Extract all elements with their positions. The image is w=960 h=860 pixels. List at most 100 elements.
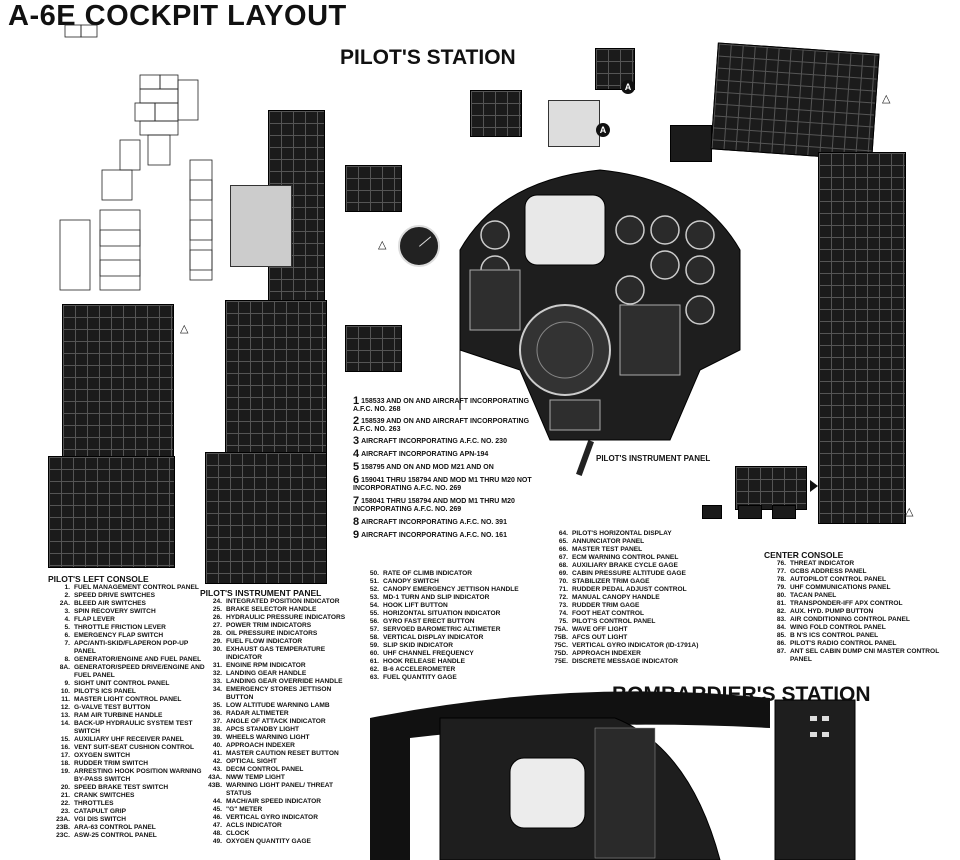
item-label: FOOT HEAT CONTROL [572,610,645,617]
left-console-item: 23.CATAPULT GRIP [48,808,208,816]
item-number: 8. [64,656,71,663]
item-label: VENT SUIT-SEAT CUSHION CONTROL [74,744,195,751]
item-label: CABIN PRESSURE ALTITUDE GAGE [572,570,686,577]
page-title: A-6E COCKPIT LAYOUT [8,0,347,32]
item-number: 72. [558,594,568,601]
item-number: 2. [64,592,71,599]
center-console-panel [818,152,906,524]
left-console-item: 21.CRANK SWITCHES [48,792,208,800]
item-number: 69. [558,570,568,577]
instrument-panel-item: 43.DECM CONTROL PANEL [200,766,360,774]
item-number: 81. [776,600,786,607]
item-number: 3. [64,608,71,615]
col3-item: 60.UHF CHANNEL FREQUENCY [357,650,542,658]
item-number: 7. [64,640,71,647]
instrument-panel-legend: PILOT'S INSTRUMENT PANEL 24.INTEGRATED P… [200,588,360,846]
item-label: HORIZONTAL SITUATION INDICATOR [383,610,501,617]
instrument-panel-item: 32.LANDING GEAR HANDLE [200,670,360,678]
item-label: AUTOPILOT CONTROL PANEL [790,576,886,583]
item-number: 37. [212,718,222,725]
left-console-item: 2.SPEED DRIVE SWITCHES [48,592,208,600]
center-console-item: 85.B N's ICS CONTROL PANEL [764,632,954,640]
col4-item: 66.MASTER TEST PANEL [546,546,746,554]
item-number: 62. [369,666,379,673]
item-label: OPTICAL SIGHT [226,758,277,765]
item-number: 85. [776,632,786,639]
item-number: 28. [212,630,222,637]
left-console-legend: PILOT'S LEFT CONSOLE 1.FUEL MANAGEMENT C… [48,574,208,840]
item-label: EXHAUST GAS TEMPERATURE INDICATOR [226,646,326,661]
left-console-item: 2A.BLEED AIR SWITCHES [48,600,208,608]
col4-item: 75D.APPROACH INDEXER [546,650,746,658]
triangle-icon: 5 [353,461,360,473]
item-label: ANT SEL CABIN DUMP CNI MASTER CONTROL PA… [790,648,940,663]
col3-item: 59.SLIP SKID INDICATOR [357,642,542,650]
item-number: 26. [212,614,222,621]
small-panel-a [345,165,402,212]
item-label: VERTICAL DISPLAY INDICATOR [383,634,484,641]
item-label: SERVOED BAROMETRIC ALTIMETER [383,626,501,633]
item-number: 8A. [59,664,70,671]
item-label: MANUAL CANOPY HANDLE [572,594,660,601]
col4-item: 72. MANUAL CANOPY HANDLE [546,594,746,602]
item-number: 25. [212,606,222,613]
instrument-panel-item: 39.WHEELS WARNING LIGHT [200,734,360,742]
item-label: CANOPY EMERGENCY JETTISON HANDLE [383,586,519,593]
instrument-panel-item: 43A.NWW TEMP LIGHT [200,774,360,782]
item-number: 17. [60,752,70,759]
left-console-item: 6.EMERGENCY FLAP SWITCH [48,632,208,640]
item-label: TRANSPONDER-IFF APX CONTROL [790,600,903,607]
item-number: 79. [776,584,786,591]
item-label: DISCRETE MESSAGE INDICATOR [572,658,678,665]
left-console-item: 13.RAM AIR TURBINE HANDLE [48,712,208,720]
center-console-item: 77.GCBS ADDRESS PANEL [764,568,954,576]
instrument-panel-item: 34.EMERGENCY STORES JETTISON BUTTON [200,686,360,702]
item-label: VGI DIS SWITCH [74,816,127,823]
item-number: 67. [558,554,568,561]
optical-sight [548,100,600,147]
left-console-item: 7.APC/ANTI-SKID/FLAPERON POP-UP PANEL [48,640,208,656]
item-label: ARA-63 CONTROL PANEL [74,824,156,831]
item-label: G-VALVE TEST BUTTON [74,704,151,711]
left-console-item: 23B.ARA-63 CONTROL PANEL [48,824,208,832]
instrument-panel-item: 37.ANGLE OF ATTACK INDICATOR [200,718,360,726]
center-console-item: 86.PILOT'S RADIO CONTROL PANEL [764,640,954,648]
item-number: 16. [60,744,70,751]
item-number: 32. [212,670,222,677]
instrument-panel-item: 40. APPROACH INDEXER [200,742,360,750]
standby-gauge [398,225,440,267]
item-label: RUDDER TRIM SWITCH [74,760,148,767]
col4-item: 73.RUDDER TRIM GAGE [546,602,746,610]
item-number: 75A. [554,626,568,633]
item-number: 83. [776,616,786,623]
item-number: 38. [212,726,222,733]
left-console-item: 9.SIGHT UNIT CONTROL PANEL [48,680,208,688]
item-label: UHF COMMUNICATIONS PANEL [790,584,891,591]
triangle-icon: 8 [353,516,360,528]
item-number: 74. [558,610,568,617]
center-console-item: 82.AUX. HYD. PUMP BUTTON [764,608,954,616]
item-label: CLOCK [226,830,250,837]
item-label: ANNUNCIATOR PANEL [572,538,645,545]
item-label: FUEL FLOW INDICATOR [226,638,303,645]
item-label: APPROACH INDEXER [226,742,295,749]
item-number: 43. [212,766,222,773]
item-number: 12. [60,704,70,711]
item-number: 14. [60,720,70,727]
instrument-panel-label: PILOT'S INSTRUMENT PANEL [596,454,711,463]
item-label: AUX. HYD. PUMP BUTTON [790,608,874,615]
item-number: 2A. [59,600,70,607]
item-number: 75. [558,618,568,625]
instrument-panel-item: 33.LANDING GEAR OVERRIDE HANDLE [200,678,360,686]
bombardier-station-drawing [370,691,856,860]
item-number: 40. [212,742,222,749]
instrument-panel-item: 24.INTEGRATED POSITION INDICATOR [200,598,360,606]
item-number: 27. [212,622,222,629]
